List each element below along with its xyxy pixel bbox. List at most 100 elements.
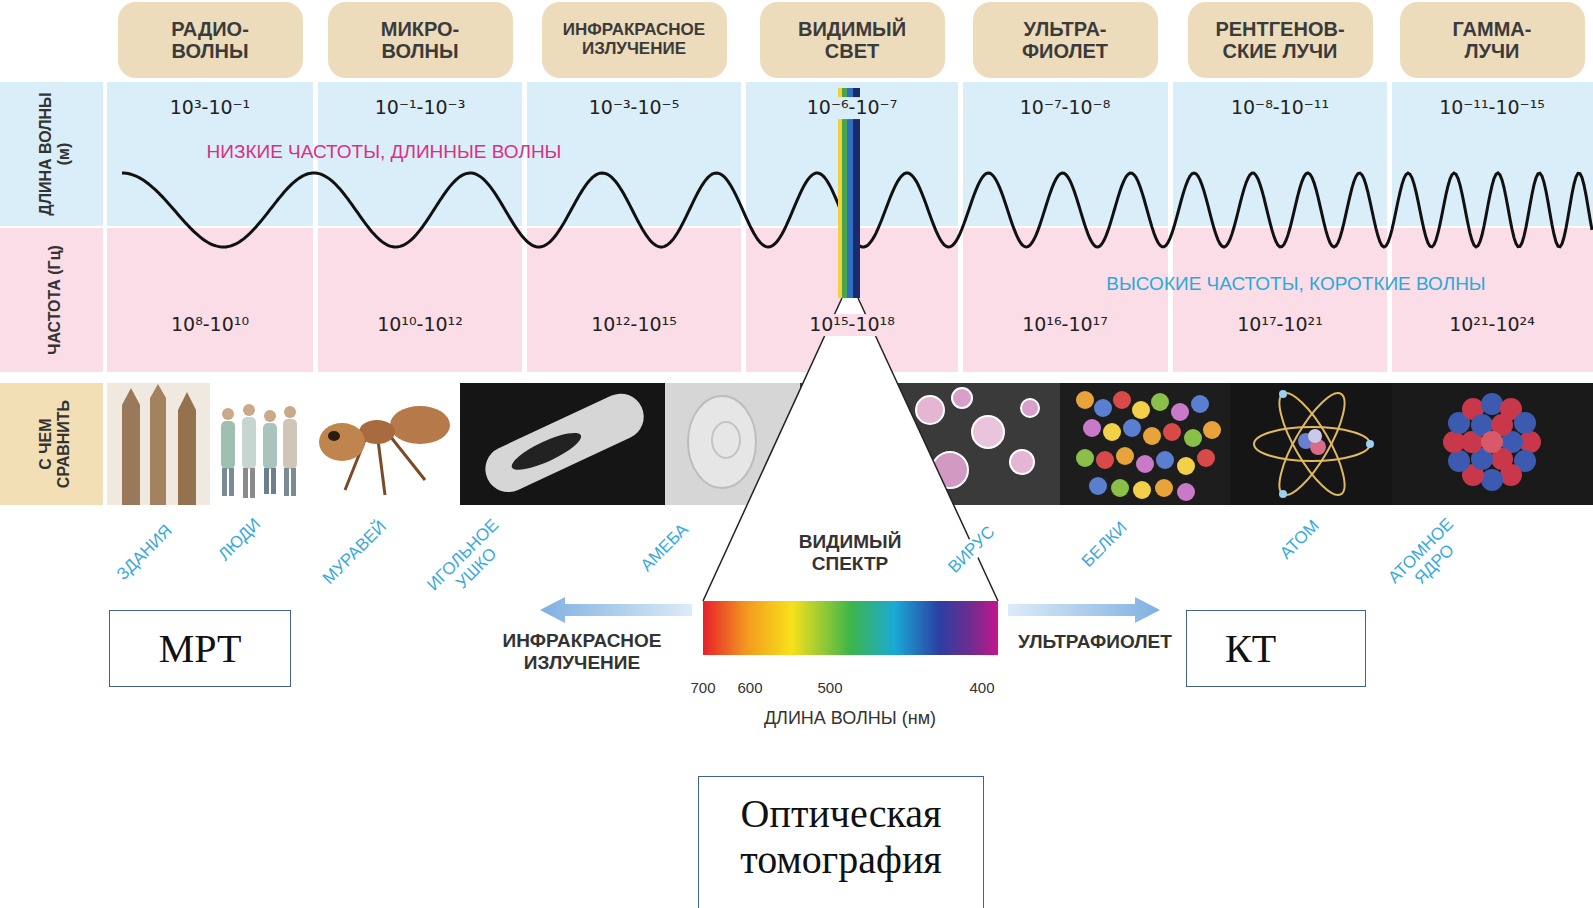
band-title: ВИДИМЫЙ СВЕТ <box>798 18 906 62</box>
frequency-range: 10¹⁰-10¹² <box>374 314 466 336</box>
arrow-label: ИНФРАКРАСНОЕ ИЗЛУЧЕНИЕ <box>475 630 690 674</box>
method-box: МРТ <box>109 610 291 687</box>
band-title: РАДИО- ВОЛНЫ <box>159 18 262 62</box>
frequency-band <box>527 228 741 372</box>
visible-stripe <box>853 88 860 298</box>
needle-photo <box>478 386 652 500</box>
nucleus-photo <box>1392 383 1593 505</box>
wavelength-range: 10³-10⁻¹ <box>167 97 253 119</box>
people-photo <box>222 408 234 420</box>
people-photo <box>243 404 255 416</box>
wavelength-range: 10⁻⁶-10⁻⁷ <box>804 97 901 119</box>
arrow-label: УЛЬТРАФИОЛЕТ <box>1018 631 1172 653</box>
proteins-photo <box>1133 481 1151 499</box>
spectrum-title: ВИДИМЫЙ СПЕКТР <box>780 531 920 575</box>
proteins-photo <box>1132 401 1150 419</box>
people-photo <box>243 468 248 498</box>
proteins-photo <box>1191 395 1209 413</box>
band-title: РЕНТГЕНОВ- СКИЕ ЛУЧИ <box>1200 18 1360 62</box>
frequency-band <box>1173 228 1387 372</box>
band-title: УЛЬТРА- ФИОЛЕТ <box>1009 18 1121 62</box>
proteins-photo <box>1197 449 1215 467</box>
proteins-photo <box>1083 419 1101 437</box>
comparison-label: АМЕБА <box>636 519 694 577</box>
comparison-label: ЗДАНИЯ <box>112 520 177 585</box>
virus-photo <box>952 388 972 408</box>
needle-photo <box>508 426 585 476</box>
proteins-photo <box>1076 449 1094 467</box>
people-photo <box>250 468 255 498</box>
people-photo <box>284 406 296 418</box>
proteins-photo <box>1163 423 1181 441</box>
band-header: РЕНТГЕНОВ- СКИЕ ЛУЧИ <box>1188 2 1373 78</box>
proteins-photo <box>1116 447 1134 465</box>
people-photo <box>283 419 297 469</box>
side-strip <box>0 383 103 505</box>
band-title: ГАММА- ЛУЧИ <box>1447 18 1537 62</box>
buildings-photo <box>178 410 196 505</box>
people-photo <box>229 468 234 496</box>
people-photo <box>264 410 276 422</box>
amoeba-photo <box>688 396 756 488</box>
nucleus-photo <box>1481 393 1503 415</box>
band-header: ВИДИМЫЙ СВЕТ <box>760 2 945 78</box>
needle-photo <box>460 383 665 505</box>
side-strip <box>0 82 103 505</box>
visible-stripe <box>838 88 842 298</box>
scale-number: 400 <box>969 679 994 696</box>
people-photo <box>264 468 269 494</box>
proteins-photo <box>1156 451 1174 469</box>
band-header: РАДИО- ВОЛНЫ <box>118 2 303 78</box>
method-box: КТ <box>1186 610 1366 687</box>
virus-photo <box>916 396 944 424</box>
wavelength-band <box>1392 82 1593 226</box>
people-photo <box>271 468 276 494</box>
nucleus-photo <box>1392 383 1593 505</box>
buildings-photo <box>150 384 166 398</box>
scale-title: ДЛИНА ВОЛНЫ (нм) <box>764 708 936 729</box>
wavelength-band <box>1173 82 1387 226</box>
proteins-photo <box>1143 427 1161 445</box>
buildings-photo <box>107 383 210 505</box>
people-photo <box>210 383 305 505</box>
proteins-photo <box>1123 419 1141 437</box>
proteins-photo <box>1103 423 1121 441</box>
proteins-photo <box>1060 383 1230 505</box>
frequency-band <box>1392 228 1593 372</box>
scale-number: 600 <box>737 679 762 696</box>
atom-photo <box>1230 383 1392 505</box>
frequency-range: 10¹²-10¹⁵ <box>588 314 680 336</box>
comparison-label: ИГОЛЬНОЕ УШКО <box>416 508 523 615</box>
proteins-photo <box>1060 383 1230 505</box>
nucleus-photo <box>1514 412 1536 434</box>
buildings-photo <box>122 388 140 405</box>
wavelength-range: 10⁻⁸-10⁻¹¹ <box>1228 97 1332 119</box>
atom-photo <box>1279 390 1287 398</box>
people-photo <box>263 423 277 469</box>
frequency-range: 10¹⁵-10¹⁸ <box>806 314 898 336</box>
proteins-photo <box>1076 391 1094 409</box>
method-label: КТ <box>1225 626 1276 672</box>
ant-photo <box>305 383 460 505</box>
proteins-photo <box>1111 479 1129 497</box>
wavelength-range: 10⁻¹-10⁻³ <box>372 97 469 119</box>
scale-number: 500 <box>817 679 842 696</box>
visible-spectrum-bar <box>703 601 998 655</box>
ant-photo <box>319 423 365 461</box>
frequency-range: 10¹⁶-10¹⁷ <box>1019 314 1111 336</box>
proteins-photo <box>1171 403 1189 421</box>
comparison-label: АТОМНОЕ ЯДРО <box>1380 510 1476 606</box>
frequency-range: 10¹⁷-10²¹ <box>1234 314 1326 336</box>
band-header: ИНФРАКРАСНОЕ ИЗЛУЧЕНИЕ <box>542 2 727 78</box>
wavelength-range: 10⁻¹¹-10⁻¹⁵ <box>1436 97 1548 119</box>
infrared-arrow <box>540 597 692 623</box>
proteins-photo <box>1089 477 1107 495</box>
frequency-band <box>318 228 522 372</box>
buildings-photo <box>107 383 210 505</box>
people-photo <box>222 468 227 496</box>
side-strip <box>0 228 103 372</box>
wavelength-band <box>963 82 1168 226</box>
frequency-band <box>963 228 1168 372</box>
atom-photo <box>1366 440 1374 448</box>
